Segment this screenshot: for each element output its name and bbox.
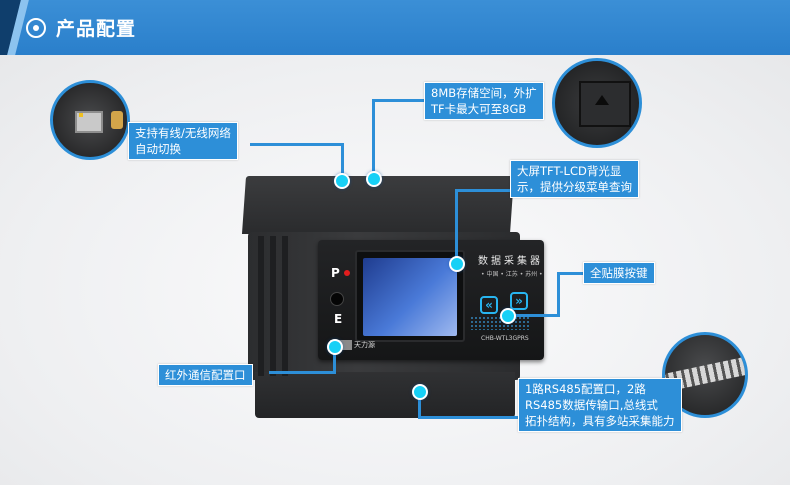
brand-name: 天力源	[354, 341, 375, 349]
connector-line	[455, 189, 510, 192]
callout-text: TF卡最大可至8GB	[431, 102, 527, 116]
lcd-display	[363, 258, 457, 336]
target-icon	[26, 18, 46, 38]
eject-triangle-icon	[595, 95, 609, 105]
callout-dot	[327, 339, 343, 355]
callout-text: 支持有线/无线网络	[135, 126, 231, 140]
connector-line	[250, 143, 343, 146]
callout-text: RS485数据传输口,总线式	[525, 398, 658, 412]
callout-dot	[412, 384, 428, 400]
left-key-icon[interactable]: «	[480, 296, 498, 314]
connector-line	[372, 99, 375, 181]
callout-network: 支持有线/无线网络 自动切换	[128, 122, 238, 160]
p-key-label: P	[331, 266, 340, 280]
connector-line	[333, 345, 336, 374]
callout-rs485: 1路RS485配置口，2路 RS485数据传输口,总线式 拓扑结构，具有多站采集…	[518, 378, 682, 432]
connector-line	[507, 314, 559, 317]
callout-text: 红外通信配置口	[165, 368, 246, 382]
callout-text: 大屏TFT-LCD背光显	[517, 164, 622, 178]
connector-line	[418, 416, 518, 419]
panel-title: 数据采集器	[478, 256, 543, 267]
ethernet-port-zoom	[50, 80, 130, 160]
right-key-icon[interactable]: »	[510, 292, 528, 310]
infrared-port-icon	[330, 292, 344, 306]
e-key-label: E	[334, 312, 343, 326]
panel-subtitle: • 中国 • 江苏 • 苏州 •	[481, 271, 543, 278]
connector-line	[341, 143, 344, 181]
tf-card-slot-zoom	[552, 58, 642, 148]
device-rib	[282, 236, 288, 376]
callout-dot	[334, 173, 350, 189]
section-header: 产品配置	[0, 0, 790, 55]
callout-text: 8MB存储空间，外扩	[431, 86, 537, 100]
callout-dot	[449, 256, 465, 272]
callout-keypad: 全贴膜按键	[583, 262, 655, 284]
callout-dot	[366, 171, 382, 187]
callout-text: 拓扑结构，具有多站采集能力	[525, 414, 675, 428]
antenna-icon	[111, 111, 123, 129]
device-rib	[258, 236, 264, 376]
callout-text: 自动切换	[135, 142, 181, 156]
port-led-icon	[79, 113, 83, 117]
callout-storage: 8MB存储空间，外扩 TF卡最大可至8GB	[424, 82, 544, 120]
connector-line	[372, 99, 424, 102]
tft-lcd-screen	[355, 250, 465, 342]
callout-dot	[500, 308, 516, 324]
page-title: 产品配置	[56, 18, 137, 40]
connector-line	[418, 392, 421, 419]
model-label: CHB-WTL3GPRS	[481, 335, 529, 342]
callout-display: 大屏TFT-LCD背光显 示，提供分级菜单查询	[510, 160, 639, 198]
connector-line	[269, 371, 335, 374]
connector-line	[455, 189, 458, 264]
connector-line	[557, 272, 560, 317]
device-rib	[270, 236, 276, 376]
callout-infrared: 红外通信配置口	[158, 364, 253, 386]
connector-line	[557, 272, 583, 275]
device-base	[255, 372, 515, 418]
power-led-icon	[344, 270, 350, 276]
callout-text: 1路RS485配置口，2路	[525, 382, 646, 396]
callout-text: 示，提供分级菜单查询	[517, 180, 632, 194]
tf-slot-icon	[579, 81, 631, 127]
callout-text: 全贴膜按键	[590, 266, 648, 280]
